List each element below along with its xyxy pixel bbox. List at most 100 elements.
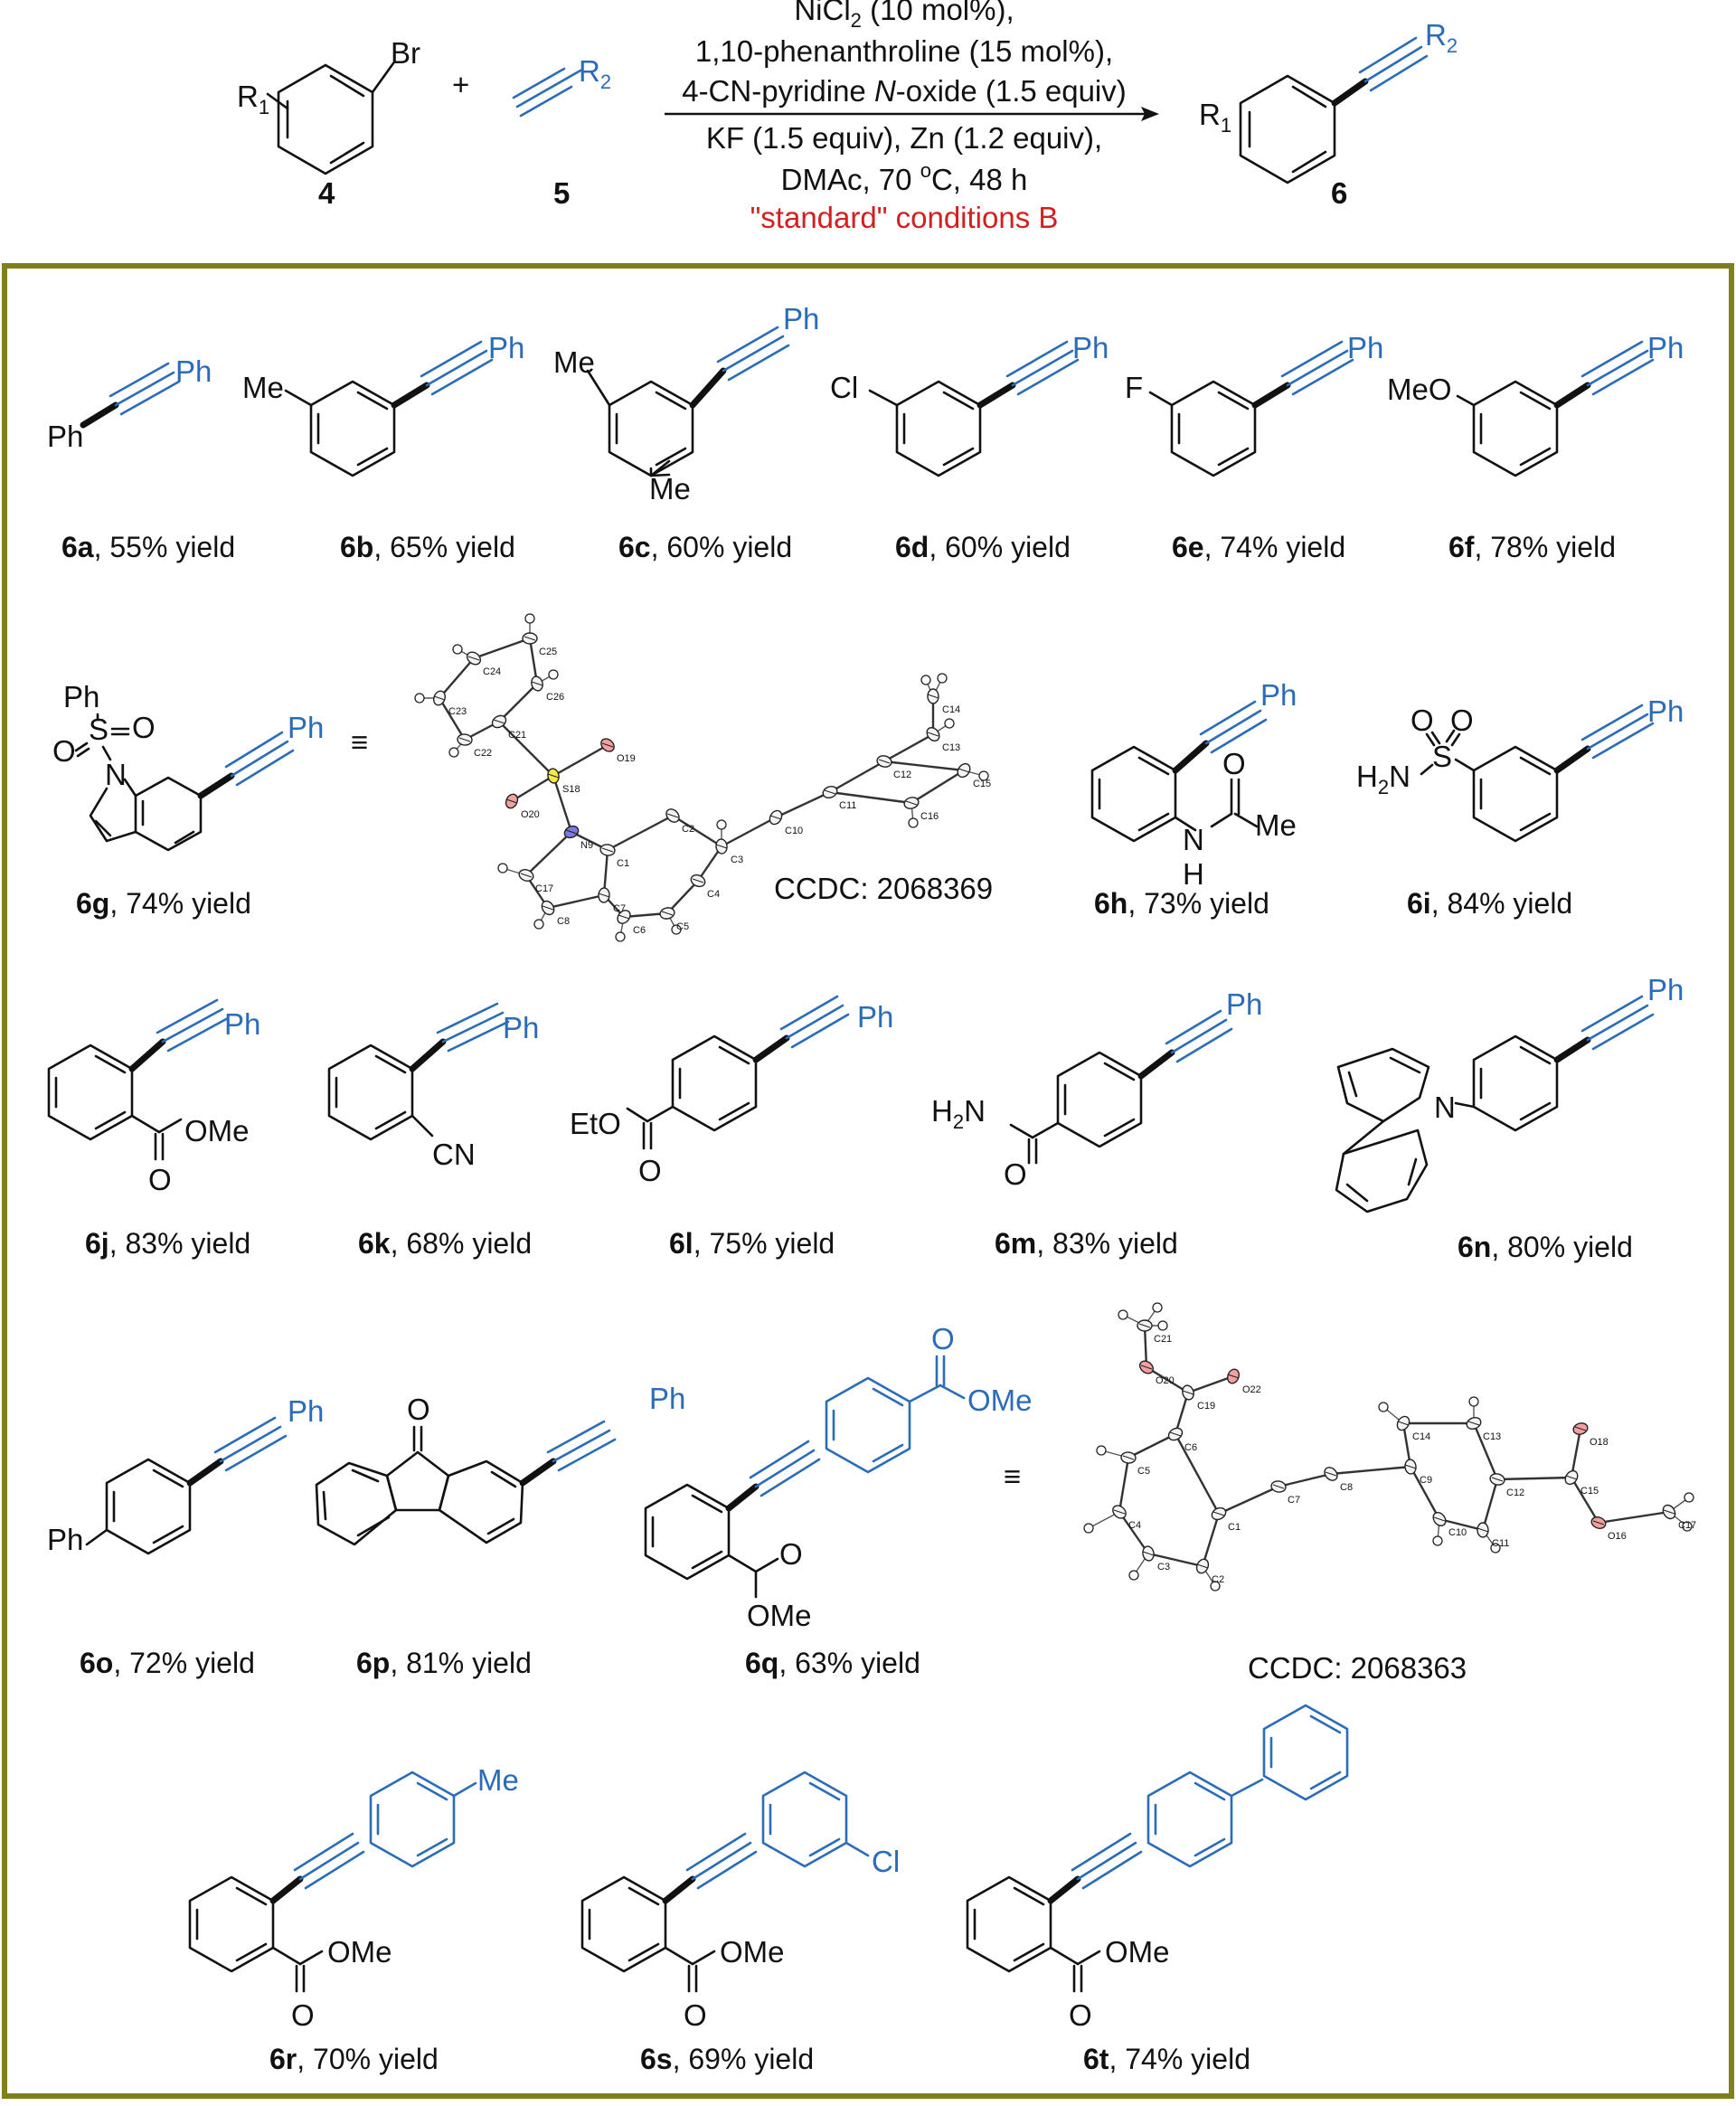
ortep-bond (1218, 1485, 1279, 1516)
ortep-bond (547, 893, 605, 910)
reactant-4-structure: Br R1 4 (237, 36, 420, 210)
product-r1-label: R1 (1199, 98, 1231, 137)
oxygen-label: O (1069, 1998, 1092, 2032)
me-label: Me (553, 345, 595, 379)
ortep-atom: C13 (926, 726, 960, 753)
ortep-bond (438, 697, 467, 741)
compound-number-5: 5 (553, 176, 570, 210)
ortep-bond (1187, 1374, 1234, 1394)
caption-6m: 6m, 83% yield (995, 1227, 1178, 1260)
ortep-atom-label: C16 (920, 811, 939, 822)
ortep-bond (1278, 1472, 1332, 1488)
ortep-atom: C8 (541, 900, 570, 927)
ortep-atom-label: O22 (1242, 1384, 1261, 1395)
meo-label: MeO (1387, 373, 1452, 406)
oxygen-label: O (148, 1163, 172, 1196)
compound-number-6: 6 (1331, 176, 1347, 210)
ortep-atom-label: C7 (1288, 1495, 1300, 1506)
ortep-atom: C1 (599, 844, 629, 869)
ortep-atom: C22 (457, 733, 492, 759)
oxygen-label: O (1222, 747, 1246, 780)
ortep-bond (498, 721, 554, 777)
me-label: Me (649, 472, 691, 505)
ortep-atom-label: C25 (539, 647, 557, 657)
ortep-atom-label: C10 (785, 826, 803, 836)
structure-6s: Cl OMe O (580, 1771, 900, 2032)
ortep-atom-label: O20 (521, 809, 540, 820)
ortep-hydrogen (1684, 1492, 1694, 1503)
condition-catalyst: NiCl2 (10 mol%), (794, 0, 1014, 32)
ortep-atom-label: C26 (546, 692, 564, 703)
ortep-atom: O20 (505, 793, 540, 820)
ph-label: Ph (1647, 331, 1684, 364)
ortep-atom: C19 (1182, 1384, 1215, 1412)
oxygen-label: O (52, 734, 76, 768)
ortep-hydrogen (1152, 1302, 1163, 1313)
ortep-bond (883, 760, 965, 772)
substrate-scope-frame (2, 263, 1734, 2099)
ortep-hydrogen (944, 718, 955, 729)
ortep-atom-label: C17 (1678, 1520, 1696, 1531)
amine-label: H2N (1356, 760, 1410, 798)
ome-label: OMe (720, 1935, 785, 1969)
ortep-bond (697, 845, 722, 882)
structure-6i: Ph S O O H2N (1356, 694, 1684, 843)
cl-label: Cl (872, 1845, 900, 1878)
structure-6m: Ph H2N O (931, 987, 1262, 1191)
ortep-atom-label: C15 (1580, 1486, 1599, 1497)
structure-6g: Ph O S O N Ph ≡ (52, 680, 368, 852)
equivalent-sign: ≡ (351, 725, 368, 759)
ortep-atom-label: C6 (633, 925, 646, 936)
ortep-bond (525, 831, 572, 876)
ortep-atom-label: C13 (1483, 1431, 1501, 1442)
ortep-atom: O18 (1572, 1422, 1609, 1448)
ome-label: OMe (967, 1384, 1033, 1417)
ortep-hydrogen (1432, 1535, 1443, 1546)
ortep-bond (672, 814, 722, 848)
condition-standard-label: "standard" conditions B (750, 201, 1059, 234)
ortep-atom: C11 (1477, 1522, 1509, 1549)
product-r2-label: R2 (1425, 18, 1458, 57)
ph-label: Ph (1072, 331, 1109, 364)
structure-6p: O Ph (315, 1382, 685, 1546)
structure-6e: F Ph (1125, 331, 1383, 477)
ph-label: Ph (1226, 987, 1262, 1021)
bromo-label: Br (391, 36, 420, 70)
compound-number-4: 4 (318, 176, 335, 210)
ortep-atom-label: C24 (483, 666, 501, 677)
ortep-hydrogen (414, 693, 425, 704)
ortep-bond (1496, 1476, 1572, 1481)
ortep-atom: C9 (1404, 1459, 1432, 1486)
me-label: Me (477, 1763, 519, 1797)
ccdc-6q: CCDC: 2068363 (1248, 1651, 1467, 1685)
ortep-hydrogen (1118, 1309, 1128, 1320)
ortep-bond (1118, 1511, 1149, 1554)
ortep-atom: C21 (491, 714, 526, 741)
ortep-atom: C3 (1142, 1545, 1170, 1572)
ortep-bond (1570, 1428, 1582, 1478)
ortep-bond (883, 732, 934, 763)
reaction-conditions: NiCl2 (10 mol%), 1,10-phenanthroline (15… (665, 0, 1159, 234)
ortep-hydrogen (615, 931, 626, 942)
ortep-atom: C24 (466, 651, 501, 677)
r1-label: R1 (237, 80, 269, 118)
ortep-atom-label: C5 (676, 921, 689, 932)
condition-oxidant: 4-CN-pyridine N-oxide (1.5 equiv) (682, 74, 1127, 108)
oxygen-label: O (684, 1998, 707, 2032)
ortep-atom-label: C4 (707, 889, 720, 900)
ortep-atom-label: C1 (1228, 1522, 1241, 1533)
structure-6o: Ph Ph (47, 1394, 324, 1556)
ortep-atom-label: O20 (1156, 1375, 1175, 1386)
ortep-atom-label: C14 (942, 704, 960, 715)
condition-solvent-temp: DMAc, 70 oC, 48 h (781, 159, 1028, 196)
structure-6n: Ph N (1335, 973, 1684, 1214)
ortep-bond (1147, 1552, 1203, 1568)
structure-6a: Ph Ph (47, 354, 212, 453)
ortep-atom-label: C15 (973, 779, 991, 789)
ortep-atom: O19 (600, 738, 636, 764)
ortep-bond (829, 790, 912, 805)
